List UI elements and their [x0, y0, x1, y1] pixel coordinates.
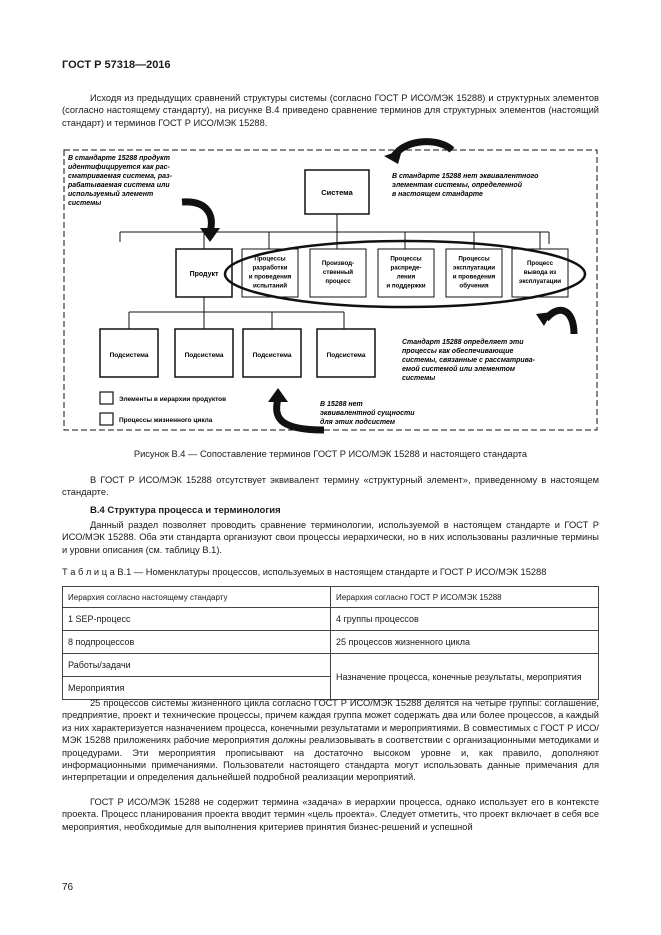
- page-number: 76: [62, 882, 74, 893]
- legend-ellipse-label: Процессы жизненного цикла: [119, 417, 213, 424]
- table-caption-prefix: Т а б л и ц а: [62, 567, 115, 577]
- product-box: [175, 248, 233, 298]
- table-header-cell: Иерархия согласно настоящему стандарту: [62, 586, 331, 608]
- process-table: Иерархия согласно настоящему стандарту И…: [62, 586, 599, 700]
- subsystem-boxes: [99, 328, 376, 378]
- figure-text-line: разработки: [253, 265, 288, 272]
- figure-text-line: Процесс: [527, 260, 554, 267]
- figure-text-line: системы, связанные с рассматрива-: [402, 357, 536, 364]
- table-row: 1 SEP-процесс 4 группы процессов: [62, 607, 599, 631]
- intro-paragraph: Исходя из предыдущих сравнений структуры…: [62, 93, 599, 128]
- table-cell: 8 подпроцессов: [62, 630, 331, 654]
- figure-text-line: испытаний: [253, 283, 287, 290]
- system-label: Система: [321, 188, 353, 197]
- figure-text-line: сматриваемая система, раз-: [68, 173, 173, 180]
- figure-text-line: В стандарте 15288 продукт: [68, 154, 170, 162]
- figure-text-line: используемый элемент: [68, 190, 153, 198]
- figure-text-line: процессы как обеспечивающие: [402, 347, 514, 355]
- figure-text-line: Процессы: [458, 256, 489, 263]
- figure-text-line: распреде-: [390, 265, 421, 272]
- lifecycle-ellipse: [223, 239, 587, 309]
- section-paragraph: Данный раздел позволяет проводить сравне…: [62, 520, 599, 555]
- after-figure-paragraph: В ГОСТ Р ИСО/МЭК 15288 отсутствует эквив…: [62, 475, 599, 498]
- note-product: В стандарте 15288 продуктидентифицируетс…: [67, 154, 173, 207]
- figure-text-line: вывода из: [524, 269, 556, 276]
- legend-ellipse-icon: [99, 412, 114, 426]
- figure-text-line: процесс: [325, 278, 351, 285]
- table-cell: 25 процессов жизненного цикла: [330, 630, 599, 654]
- figure-text-line: идентифицируется как рас-: [68, 163, 171, 171]
- figure-text-line: ственный: [323, 269, 353, 276]
- table-caption: Т а б л и ц а В.1 — Номенклатуры процесс…: [62, 567, 546, 577]
- arrow-to-system: [391, 138, 455, 159]
- figure-text-line: емой системой или элементом: [402, 365, 516, 373]
- figure-text-line: Стандарт 15288 определяет эти: [402, 338, 524, 346]
- table-caption-text: В.1 — Номенклатуры процессов, используем…: [117, 567, 547, 577]
- legend-box-icon: [99, 391, 114, 405]
- section-title: В.4 Структура процесса и терминология: [90, 505, 281, 516]
- figure-text-line: системы: [68, 200, 101, 207]
- figure-caption: Рисунок В.4 — Сопоставление терминов ГОС…: [133, 449, 528, 459]
- table-header-cell: Иерархия согласно ГОСТ Р ИСО/МЭК 15288: [330, 586, 599, 608]
- table-row: Работы/задачи Назначение процесса, конеч…: [62, 653, 599, 700]
- body-paragraph-1: 25 процессов системы жизненного цикла со…: [62, 698, 599, 783]
- figure-text-line: эксплуатации: [519, 278, 561, 285]
- figure-text-line: ления: [397, 274, 416, 281]
- figure-text-line: рабатываемая система или: [67, 181, 170, 189]
- process-labels: Процессы разработки и проведения испытаний П…: [249, 256, 562, 290]
- figure-text-line: Процессы: [390, 256, 421, 263]
- figure-text-line: эксплуатации: [453, 265, 495, 272]
- arrow-to-subsystems: [273, 397, 325, 434]
- figure-text-line: Производ-: [322, 260, 354, 267]
- figure-text-line: для этих подсистем: [320, 418, 396, 426]
- comparison-figure: Система Продукт Процессы разработки и пров…: [63, 138, 598, 434]
- figure-text-line: В стандарте 15288 нет эквивалентного: [392, 172, 539, 180]
- table-header-row: Иерархия согласно настоящему стандарту И…: [62, 586, 599, 608]
- table-row: Мероприятия: [62, 676, 599, 700]
- figure-text-line: обучения: [459, 283, 489, 290]
- table-row: 8 подпроцессов 25 процессов жизненного ц…: [62, 630, 599, 654]
- table-cell: Назначение процесса, конечные результаты…: [330, 653, 599, 700]
- table-cell: Мероприятия: [62, 676, 331, 700]
- figure-text-line: системы: [402, 375, 435, 382]
- subsystem-label: Подсистема: [185, 352, 224, 359]
- page-header: ГОСТ Р 57318—2016: [62, 59, 171, 71]
- table-cell: 4 группы процессов: [330, 607, 599, 631]
- body-paragraph-2: ГОСТ Р ИСО/МЭК 15288 не содержит термина…: [62, 797, 599, 832]
- legend-box-label: Элементы в иерархии продуктов: [119, 396, 226, 403]
- figure-text-line: Процессы: [254, 256, 285, 263]
- figure-text-line: и проведения: [249, 274, 292, 281]
- note-system: В стандарте 15288 нет эквивалентногоэлем…: [392, 172, 539, 198]
- figure-text-line: элементам системы, определенной: [392, 181, 523, 189]
- subsystem-label: Подсистема: [327, 352, 366, 359]
- subsystem-label: Подсистема: [110, 352, 149, 359]
- arrow-to-product: [181, 198, 215, 233]
- figure-text-line: эквивалентной сущности: [320, 409, 415, 417]
- figure-text-line: и поддержки: [386, 283, 425, 290]
- table-cell: Работы/задачи: [62, 653, 331, 677]
- figure-text-line: В 15288 нет: [320, 401, 363, 408]
- product-label: Продукт: [190, 271, 219, 278]
- figure-text-line: в настоящем стандарте: [392, 190, 483, 198]
- table-cell: 1 SEP-процесс: [62, 607, 331, 631]
- subsystem-label: Подсистема: [253, 352, 292, 359]
- system-box: [304, 169, 370, 215]
- figure-text-line: и проведения: [453, 274, 496, 281]
